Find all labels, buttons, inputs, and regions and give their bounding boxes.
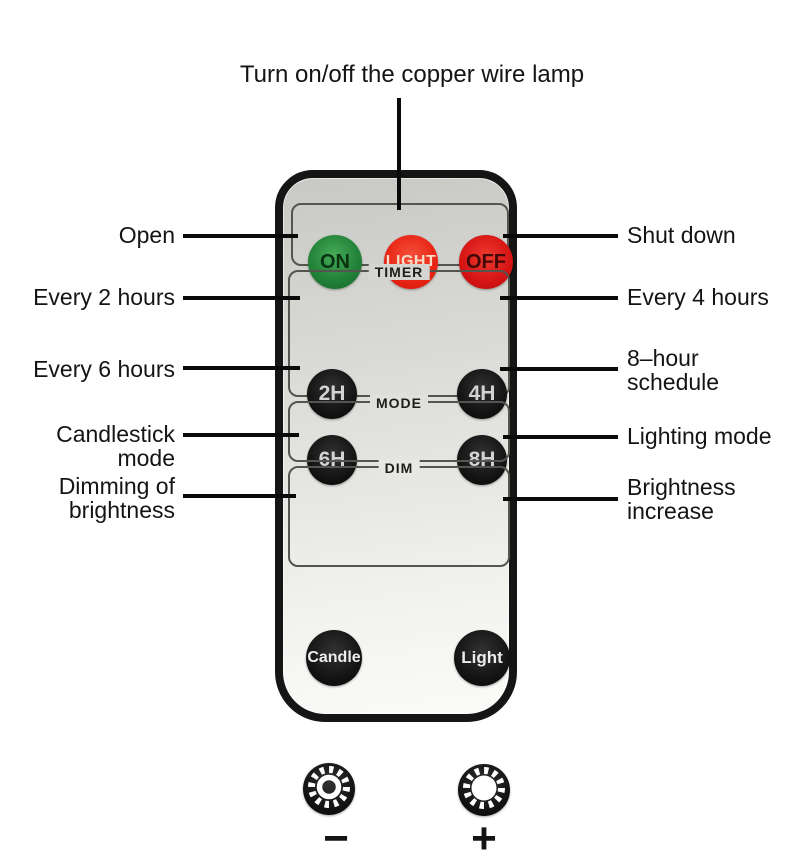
connector-shut-down-to-off-button bbox=[503, 234, 618, 238]
candle-mode-button[interactable]: Candle bbox=[306, 630, 362, 686]
plus-symbol: + bbox=[471, 814, 497, 863]
connector-dimming-to-dim-button bbox=[183, 494, 296, 498]
dim-section: DIM − + bbox=[288, 460, 510, 861]
connector-lighting-mode-to-light-button bbox=[503, 435, 618, 439]
power-button-section: ON LIGHT OFF bbox=[291, 203, 513, 289]
mode-section-label: MODE bbox=[370, 395, 428, 411]
connector-open-to-on-button bbox=[183, 234, 298, 238]
connector-8-hour-schedule-to-8h-button bbox=[500, 367, 618, 371]
label-shut-down: Shut down bbox=[627, 222, 736, 248]
label-open: Open bbox=[118, 222, 175, 248]
label-lighting-mode: Lighting mode bbox=[627, 423, 772, 449]
remote-control: ON LIGHT OFF TIMER 2H 4H 6H 8H MODE Cand… bbox=[275, 170, 517, 861]
sun-bright-icon bbox=[458, 762, 510, 819]
connector-brightness-increase-to-plus-button bbox=[503, 497, 618, 501]
on-button[interactable]: ON bbox=[308, 235, 362, 289]
connector-every-4-hours-to-4h-button bbox=[500, 296, 618, 300]
minus-symbol: − bbox=[323, 814, 349, 863]
mode-section: MODE Candle Light bbox=[288, 395, 510, 686]
timer-4h-button[interactable]: 4H bbox=[457, 369, 507, 419]
sun-dim-icon bbox=[303, 761, 355, 818]
dim-decrease-button[interactable] bbox=[303, 763, 355, 815]
label-dimming-of-brightness: Dimming of brightness bbox=[58, 473, 175, 523]
off-button[interactable]: OFF bbox=[459, 235, 513, 289]
timer-2h-button[interactable]: 2H bbox=[307, 369, 357, 419]
dim-section-label: DIM bbox=[378, 460, 420, 476]
timer-section: TIMER 2H 4H 6H 8H bbox=[288, 264, 510, 485]
label-every-2-hours: Every 2 hours bbox=[33, 284, 175, 310]
connector-every-6-hours-to-6h-button bbox=[183, 366, 300, 370]
brightness-increase-button[interactable] bbox=[458, 764, 510, 816]
connector-candlestick-to-candle-button bbox=[183, 433, 299, 437]
timer-section-label: TIMER bbox=[368, 264, 430, 280]
label-8-hour-schedule: 8–hour schedule bbox=[627, 345, 720, 395]
label-candlestick-mode: Candlestick mode bbox=[56, 421, 175, 471]
connector-title-to-light-button bbox=[397, 98, 401, 210]
label-every-6-hours: Every 6 hours bbox=[33, 356, 175, 382]
label-every-4-hours: Every 4 hours bbox=[627, 284, 769, 310]
connector-every-2-hours-to-2h-button bbox=[183, 296, 300, 300]
light-mode-button[interactable]: Light bbox=[454, 630, 510, 686]
label-brightness-increase: Brightness increase bbox=[627, 474, 736, 524]
diagram-title: Turn on/off the copper wire lamp bbox=[239, 61, 585, 88]
